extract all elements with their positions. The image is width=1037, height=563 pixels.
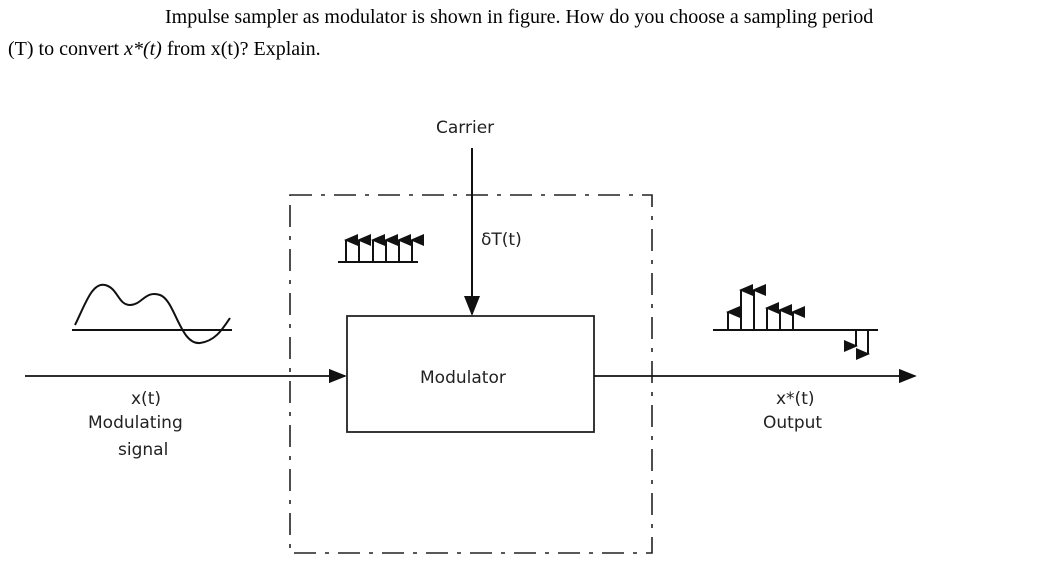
question-line-2: (T) to convert x*(t) from x(t)? Explain. — [8, 38, 321, 61]
math-x-star-t: x*(t) — [124, 38, 162, 60]
input-symbol: x(t) — [131, 389, 161, 409]
input-label: Modulating — [88, 413, 183, 433]
question-text-end: from x(t)? Explain. — [161, 38, 321, 60]
modulating-wave-icon — [72, 283, 232, 345]
question-text: (T) to convert — [8, 38, 125, 60]
input-label-2: signal — [118, 440, 168, 460]
modulator-box — [346, 315, 595, 433]
output-symbol: x*(t) — [776, 389, 815, 409]
impulse-train-icon — [338, 234, 424, 263]
sampled-output-icon — [713, 284, 878, 360]
carrier-label: Carrier — [436, 118, 494, 138]
modulator-label: Modulator — [420, 368, 506, 388]
delta-label: δT(t) — [481, 230, 522, 250]
output-label: Output — [763, 413, 822, 433]
question-line-1: Impulse sampler as modulator is shown in… — [165, 6, 874, 28]
